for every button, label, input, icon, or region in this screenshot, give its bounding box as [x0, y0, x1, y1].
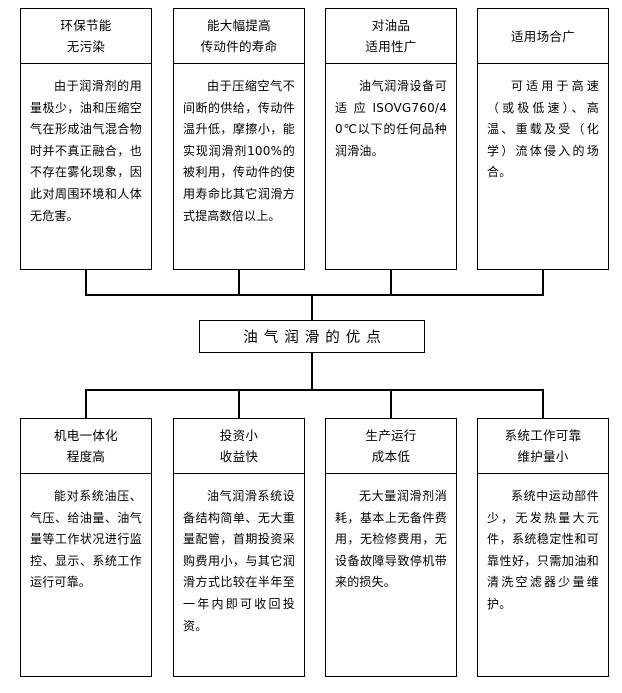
bottom-node-4: 系统工作可靠 维护量小 系统中运动部件少，无发热量大元件，系统稳定性和可靠性好，… — [477, 418, 609, 677]
bottom-node-1-header-line1: 机电一体化 — [53, 428, 118, 443]
bottom-node-1-header-line2: 程度高 — [66, 449, 106, 464]
bottom-node-4-header: 系统工作可靠 维护量小 — [478, 419, 608, 474]
bottom-node-2-header-line1: 投资小 — [219, 428, 259, 443]
bottom-node-4-body: 系统中运动部件少，无发热量大元件，系统稳定性和可靠性好，只需加油和清洗空滤器少量… — [487, 489, 599, 611]
bottom-node-1: 机电一体化 程度高 能对系统油压、气压、给油量、油气量等工作状况进行监控、显示、… — [20, 418, 152, 677]
bottom-node-2-header: 投资小 收益快 — [174, 419, 304, 474]
top-node-2-body: 由于压缩空气不间断的供给，传动件温升低，摩擦小，能实现润滑剂100%的被利用，传… — [183, 79, 295, 223]
bottom-node-1-header: 机电一体化 程度高 — [21, 419, 151, 474]
top-node-4: 适用场合广 可适用于高速（或极低速）、高温、重载及受（化学）流体侵入的场合。 — [477, 8, 609, 270]
top-node-3-header-line2: 适用性广 — [365, 39, 417, 54]
bottom-node-3-body: 无大量润滑剂消耗，基本上无备件费用，无检修费用，无设备故障导致停机带来的损失。 — [335, 489, 447, 590]
top-node-1-body: 由于润滑剂的用量极少，油和压缩空气在形成油气混合物时并不真正融合，也不存在雾化现… — [30, 79, 142, 223]
bottom-node-4-header-line2: 维护量小 — [517, 449, 569, 464]
center-title-box: 油气润滑的优点 — [199, 320, 425, 353]
top-node-1-header-line1: 环保节能 — [60, 18, 112, 33]
connector-top-1 — [85, 270, 87, 296]
top-node-3-header: 对油品 适用性广 — [326, 9, 456, 64]
connector-top-2 — [238, 270, 240, 296]
bottom-node-3: 生产运行 成本低 无大量润滑剂消耗，基本上无备件费用，无检修费用，无设备故障导致… — [325, 418, 457, 677]
connector-top-4 — [542, 270, 544, 296]
top-node-2-header-line1: 能大幅提高 — [206, 18, 271, 33]
top-node-2-header-line2: 传动件的寿命 — [200, 39, 278, 54]
top-node-4-header: 适用场合广 — [478, 9, 608, 64]
top-node-3-header-line1: 对油品 — [371, 18, 411, 33]
connector-top-3 — [390, 270, 392, 296]
bottom-node-2-body: 油气润滑系统设备结构简单、无大重量配管，首期投资采购费用小，与其它润滑方式比较在… — [183, 489, 295, 633]
connector-bottom-bus — [85, 389, 544, 391]
bottom-node-3-header-line2: 成本低 — [371, 449, 411, 464]
top-node-4-body: 可适用于高速（或极低速）、高温、重载及受（化学）流体侵入的场合。 — [487, 79, 599, 180]
connector-bottom-1 — [85, 389, 87, 419]
top-node-2-header: 能大幅提高 传动件的寿命 — [174, 9, 304, 64]
top-node-2: 能大幅提高 传动件的寿命 由于压缩空气不间断的供给，传动件温升低，摩擦小，能实现… — [173, 8, 305, 270]
top-node-1: 环保节能 无污染 由于润滑剂的用量极少，油和压缩空气在形成油气混合物时并不真正融… — [20, 8, 152, 270]
connector-bottom-stem — [311, 352, 313, 391]
bottom-node-3-header-line1: 生产运行 — [365, 428, 417, 443]
top-node-1-header-line2: 无污染 — [66, 39, 106, 54]
top-node-3-body: 油气润滑设备可适应ISOVG760/40℃以下的任何品种润滑油。 — [335, 79, 447, 158]
connector-top-bus — [85, 294, 544, 296]
connector-bottom-2 — [238, 389, 240, 419]
bottom-node-1-body: 能对系统油压、气压、给油量、油气量等工作状况进行监控、显示、系统工作运行可靠。 — [30, 489, 142, 590]
connector-bottom-4 — [542, 389, 544, 419]
top-node-3: 对油品 适用性广 油气润滑设备可适应ISOVG760/40℃以下的任何品种润滑油… — [325, 8, 457, 270]
top-node-1-header: 环保节能 无污染 — [21, 9, 151, 64]
center-title-text: 油气润滑的优点 — [243, 330, 387, 346]
top-node-4-header-line1: 适用场合广 — [510, 28, 575, 44]
connector-bottom-3 — [390, 389, 392, 419]
connector-top-stem — [311, 294, 313, 321]
bottom-node-2: 投资小 收益快 油气润滑系统设备结构简单、无大重量配管，首期投资采购费用小，与其… — [173, 418, 305, 677]
bottom-node-2-header-line2: 收益快 — [219, 449, 259, 464]
bottom-node-3-header: 生产运行 成本低 — [326, 419, 456, 474]
bottom-node-4-header-line1: 系统工作可靠 — [504, 428, 582, 443]
